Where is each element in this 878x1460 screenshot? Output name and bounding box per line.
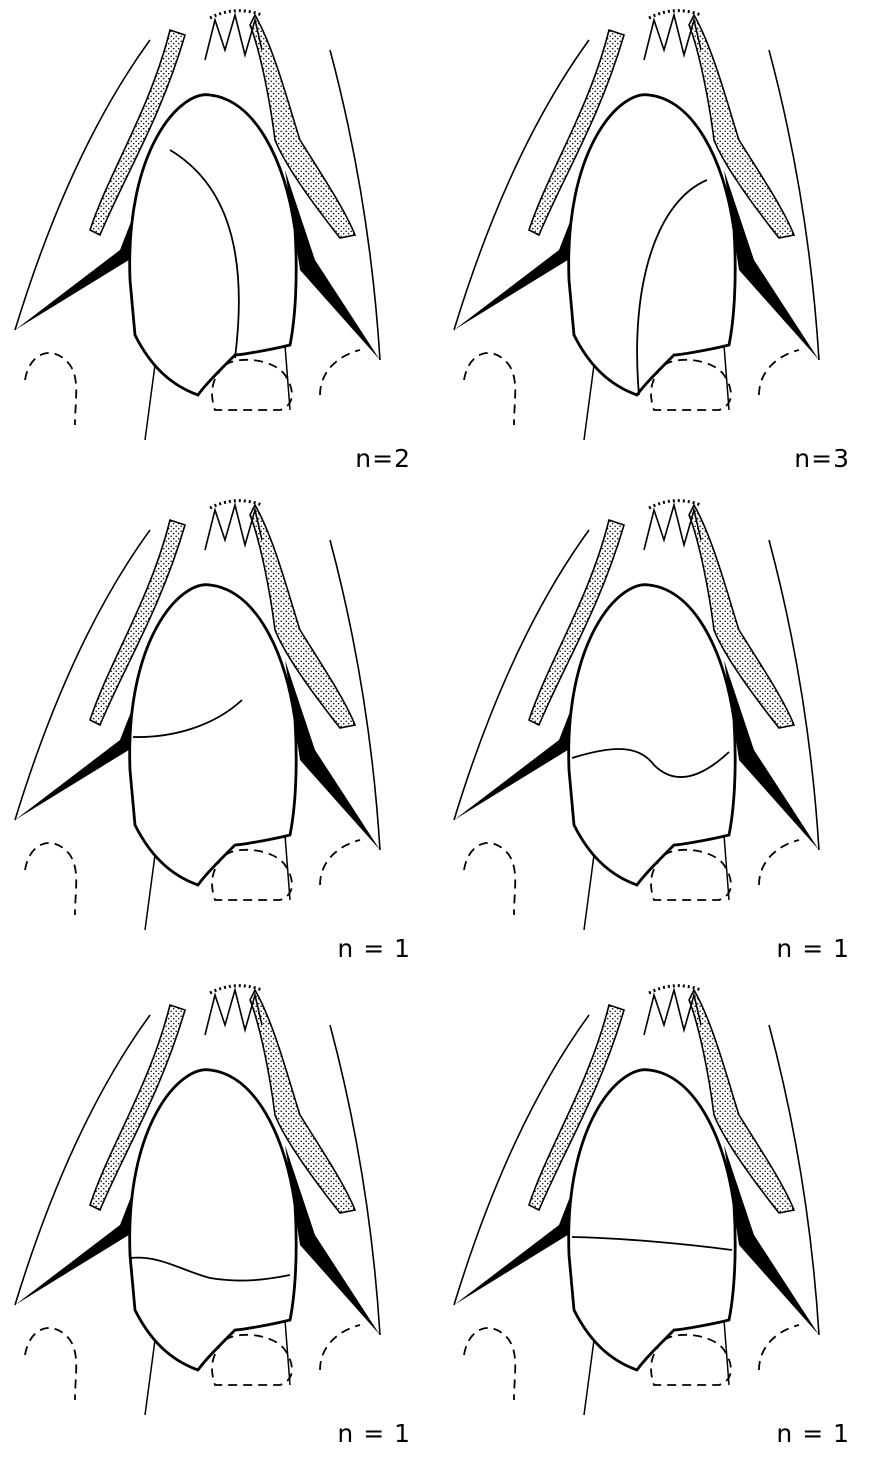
- base-drawing: [15, 501, 380, 930]
- base-drawing: [15, 986, 380, 1415]
- sample-count-label: n = 1: [337, 934, 411, 963]
- base-drawing: [454, 986, 819, 1415]
- panel-5: n = 1: [0, 975, 439, 1460]
- panel-1: n=2: [0, 0, 439, 485]
- base-drawing: [15, 11, 380, 440]
- panel-6: n = 1: [439, 975, 878, 1460]
- base-drawing: [454, 501, 819, 930]
- panel-4: n = 1: [439, 490, 878, 975]
- panel-3: n = 1: [0, 490, 439, 975]
- sample-count-label: n = 1: [776, 1419, 850, 1448]
- base-drawing: [454, 11, 819, 440]
- sample-count-label: n=3: [794, 444, 850, 473]
- sample-count-label: n = 1: [776, 934, 850, 963]
- panel-2: n=3: [439, 0, 878, 485]
- sample-count-label: n = 1: [337, 1419, 411, 1448]
- sample-count-label: n=2: [355, 444, 411, 473]
